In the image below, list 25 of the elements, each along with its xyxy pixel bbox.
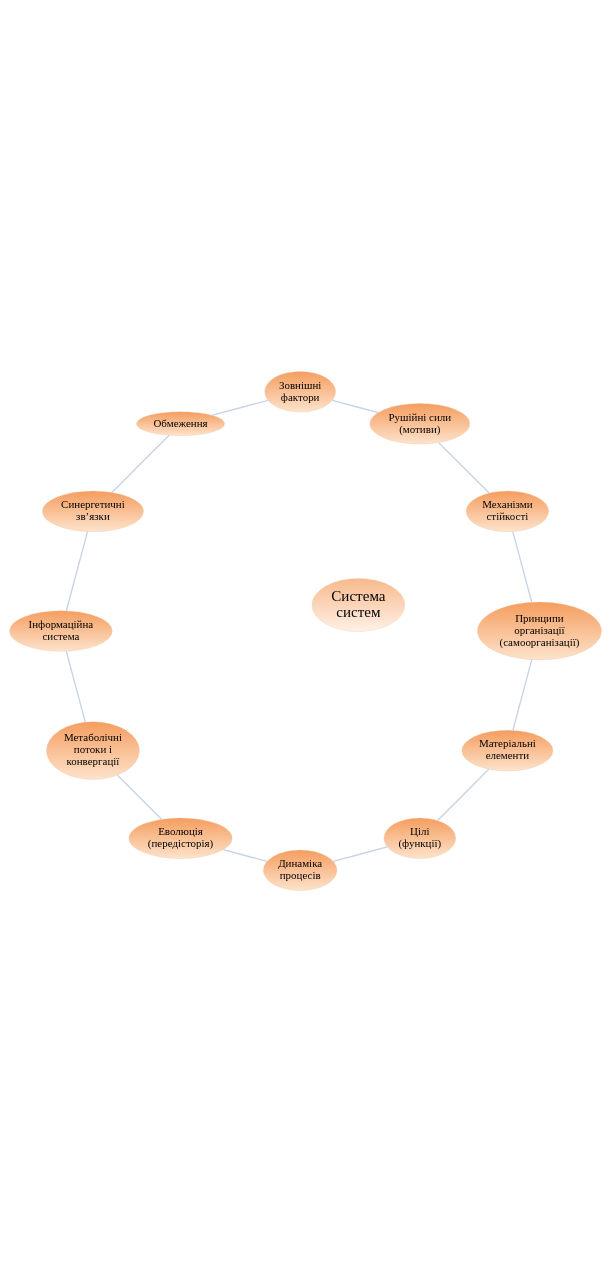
connector <box>65 530 89 612</box>
node-ellipse: Рушійні сили (мотиви) <box>369 403 470 445</box>
node-ellipse: Еволюція (передісторія) <box>128 817 233 859</box>
connector <box>436 768 490 822</box>
node-ellipse: Інформаційна система <box>9 610 113 652</box>
node-ellipse: Цілі (функції) <box>383 817 456 859</box>
connector <box>512 530 533 603</box>
node-ellipse: Синергетичні зв’язки <box>42 490 144 532</box>
node-ellipse: Зовнішні фактори <box>264 371 336 413</box>
node-ellipse: Система систем <box>311 578 406 632</box>
node-ellipse: Принципи організації (самоорганізації) <box>477 601 602 661</box>
connector <box>331 399 379 414</box>
connector <box>438 442 490 494</box>
connector <box>332 846 388 863</box>
node-ellipse: Механізми стійкості <box>465 490 549 532</box>
node-ellipse: Динаміка процесів <box>263 849 338 891</box>
node-ellipse: Метаболічні потоки і конвергації <box>46 721 140 780</box>
connector <box>65 650 86 723</box>
connector <box>512 658 533 732</box>
node-ellipse: Матеріальні елементи <box>461 730 554 772</box>
connector <box>211 399 269 417</box>
connector <box>116 774 163 820</box>
connector <box>222 849 268 863</box>
connector <box>111 434 170 494</box>
node-ellipse: Обмеження <box>136 411 225 436</box>
